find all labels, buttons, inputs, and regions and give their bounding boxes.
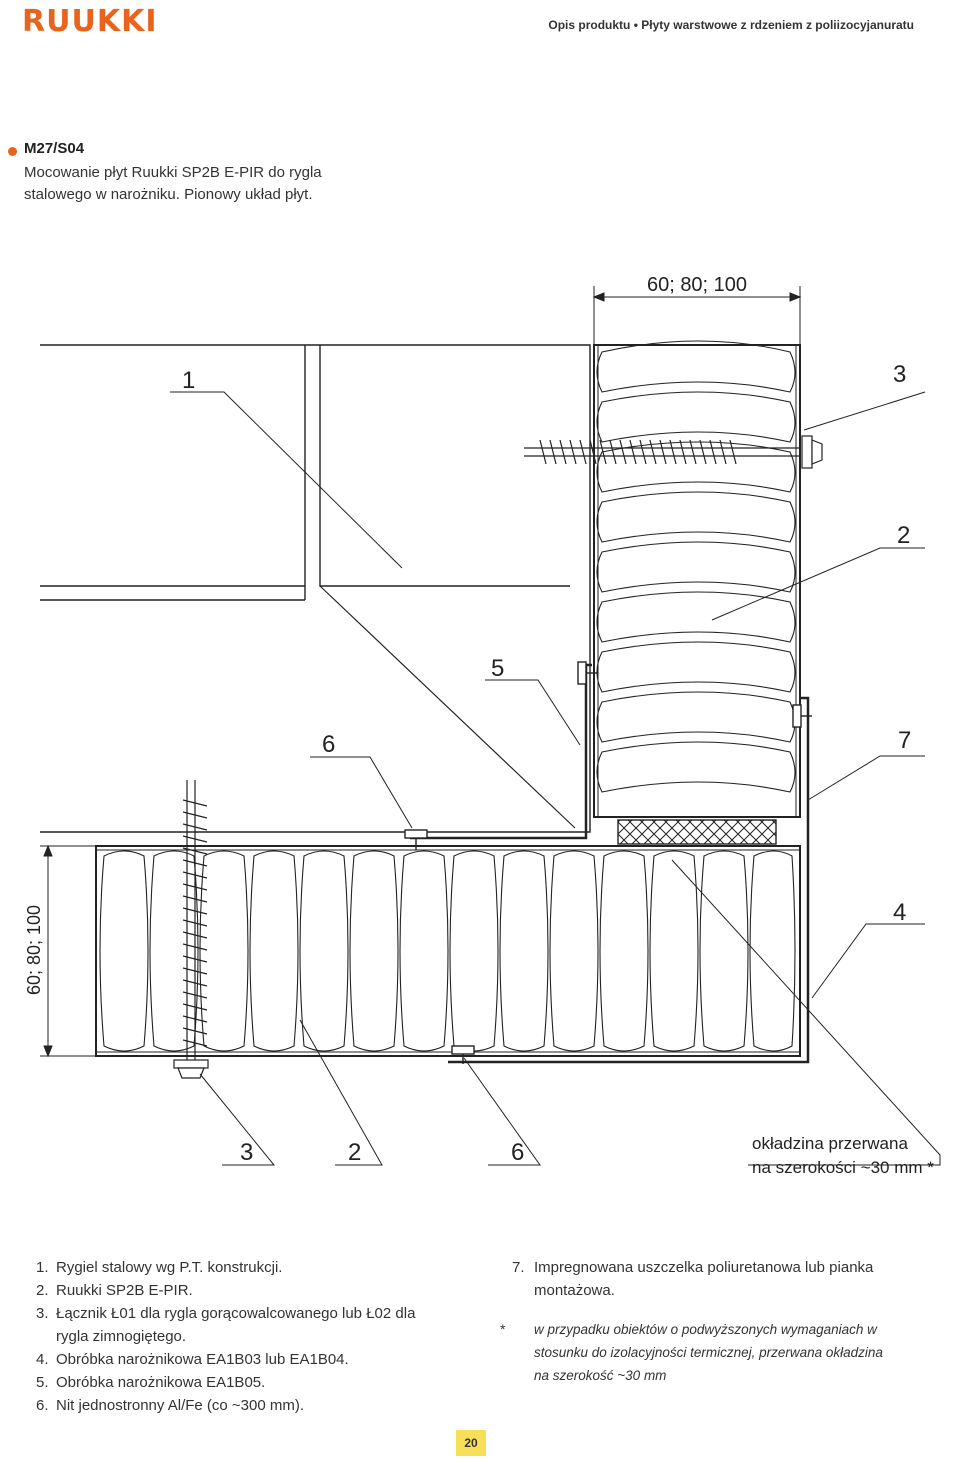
dimension-left-label: 60; 80; 100 — [24, 905, 44, 995]
horizontal-panel — [95, 845, 801, 1057]
callout-5: 5 — [491, 655, 504, 682]
dimension-top — [592, 286, 802, 345]
leader-lines — [170, 391, 941, 1166]
footnote-star: * — [500, 1321, 506, 1337]
legend-item: 6.Nit jednostronny Al/Fe (co ~300 mm). — [36, 1397, 305, 1414]
callout-3-bottom: 3 — [240, 1139, 253, 1166]
dimension-top-label: 60; 80; 100 — [647, 274, 747, 296]
legend-item: 3.Łącznik Ł01 dla rygla gorącowalcowaneg… — [36, 1305, 416, 1345]
callout-2-top: 2 — [897, 522, 910, 549]
header-title: Opis produktu • Płyty warstwowe z rdzeni… — [548, 18, 914, 32]
steel-girt — [40, 344, 591, 833]
footnote-text: w przypadku obiektów o podwyższonych wym… — [534, 1322, 883, 1383]
callout-2-bottom: 2 — [348, 1139, 361, 1166]
vertical-panel — [593, 340, 801, 818]
ruukki-logo: RUUKKI — [22, 4, 158, 39]
corner-flashing-inner — [410, 663, 592, 840]
girt-diagonal — [319, 585, 576, 829]
rivet-icon — [404, 661, 812, 1064]
bullet-dot — [8, 147, 17, 156]
dimension-left — [40, 844, 96, 1058]
callout-7: 7 — [898, 727, 911, 754]
technical-drawing: 60; 80; 100 60; 80; 100 1 3 2 5 6 7 4 3 … — [24, 274, 941, 1177]
callout-6-bottom: 6 — [511, 1139, 524, 1166]
drawing-note-line2: na szerokości ~30 mm * — [752, 1158, 934, 1177]
legend-list: 1.Rygiel stalowy wg P.T. konstrukcji. 2.… — [36, 1256, 476, 1417]
callout-1: 1 — [182, 367, 195, 394]
legend-item: 4.Obróbka narożnikowa EA1B03 lub EA1B04. — [36, 1351, 349, 1368]
seal-strip — [617, 819, 777, 845]
legend-item: 5.Obróbka narożnikowa EA1B05. — [36, 1374, 266, 1391]
callout-6-top: 6 — [322, 731, 335, 758]
page-number: 20 — [456, 1430, 486, 1456]
legend-item: 2.Ruukki SP2B E-PIR. — [36, 1282, 193, 1299]
legend-list-right: 7.Impregnowana uszczelka poliuretanowa l… — [500, 1256, 932, 1387]
corner-flashing-outer — [448, 696, 810, 1064]
section-code: M27/S04 — [24, 140, 85, 157]
legend-item: 1.Rygiel stalowy wg P.T. konstrukcji. — [36, 1259, 283, 1276]
section-description: Mocowanie płyt Ruukki SP2B E-PIR do rygl… — [24, 164, 322, 203]
screw-icon-bottom — [173, 780, 209, 1079]
footnote: * w przypadku obiektów o podwyższonych w… — [500, 1318, 932, 1387]
callout-3-top: 3 — [893, 361, 906, 388]
callout-4: 4 — [893, 899, 906, 926]
screw-icon-top — [524, 435, 823, 469]
legend-item: 7.Impregnowana uszczelka poliuretanowa l… — [512, 1259, 874, 1299]
drawing-note-line1: okładzina przerwana — [752, 1134, 908, 1153]
